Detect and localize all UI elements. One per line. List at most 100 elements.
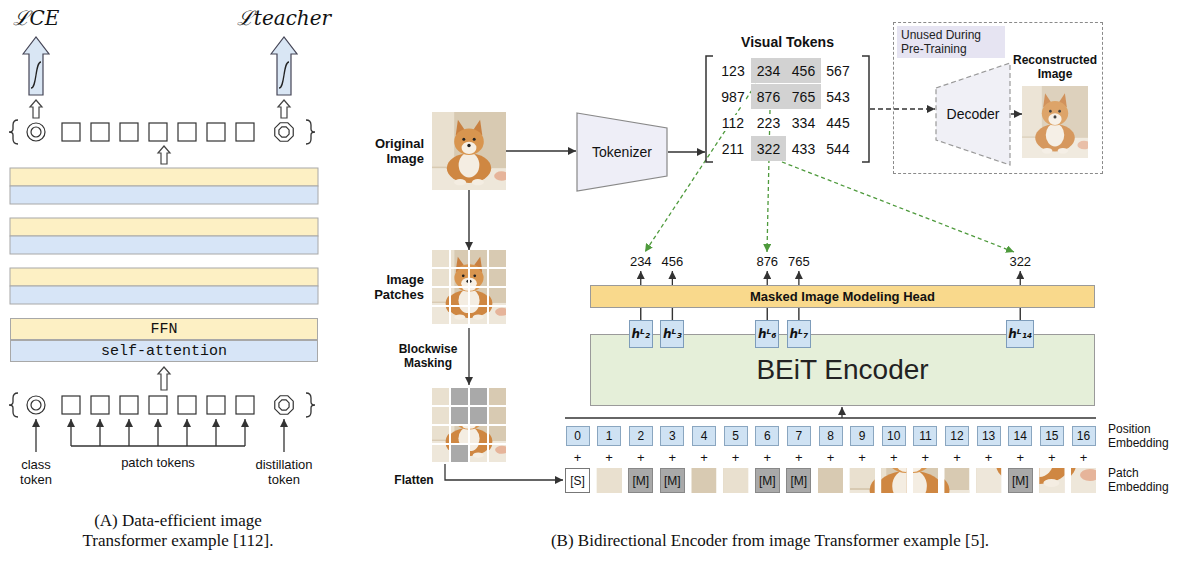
plus-sign: + [605,451,613,466]
token-id: 544 [825,140,850,156]
position-embedding: 5 [724,426,748,446]
sigmoid-curve [31,62,41,88]
masked-patch [451,388,468,405]
token-label: patch tokens [121,455,195,470]
node-text: FFN [150,321,177,338]
brace [9,120,18,144]
token-cell: 322 [751,136,786,161]
plus-sign: + [669,451,677,466]
node-text: 16 [1077,429,1090,443]
node-text: 9 [859,429,866,443]
hollow-arrow [30,100,42,118]
connector [767,308,768,320]
class-token [31,127,41,137]
token-cell: 765 [786,84,821,109]
node-text: [M] [791,474,808,488]
node-text: Decoder [947,106,1000,122]
target-link [782,162,1014,252]
attention-band: self-attention [10,340,318,362]
mask-token: [M] [660,468,685,493]
decoder: Decoder [935,62,1011,166]
predicted-token: 765 [788,255,810,270]
dog-copy [1022,86,1091,158]
patch-token [91,396,109,414]
tokenizer: Tokenizer [576,112,668,192]
plus-sign: + [1080,451,1088,466]
predicted-token: 456 [662,255,684,270]
node-text: 11 [919,429,931,443]
plus-sign: + [985,451,993,466]
node-text: 5 [732,429,739,443]
matrix-heading: Visual Tokens [741,34,834,50]
attention-band [10,286,318,304]
hidden-state: hᴸ₇ [787,320,811,348]
plus-sign: + [732,451,740,466]
token-label: class token [11,457,61,487]
plus-sign: + [922,451,930,466]
mim-head: Masked Image Modeling Head [590,285,1095,308]
patch-grid: Image Patches [432,250,506,324]
patch-token [207,396,225,414]
plus-sign: + [1048,451,1056,466]
flatten-arrow [445,464,563,480]
hidden-state: hᴸ₂ [629,320,653,348]
node-text: 0 [574,429,581,443]
original-image: Original Image [432,112,506,190]
input-bus [565,417,1096,418]
dog-copy [438,256,509,324]
node-text: [M] [664,474,681,488]
position-embedding: 9 [850,426,874,446]
brace [306,393,315,417]
node-text: self-attention [101,343,227,360]
pointer-arrow [215,419,216,446]
arrow-outline [271,37,297,95]
mask-token: [M] [1008,468,1033,493]
node-text: hᴸ₁₄ [1008,327,1032,341]
trapezoid [577,113,667,191]
node-text: [M] [759,474,776,488]
position-embedding: 4 [692,426,716,446]
position-embedding: 3 [660,426,684,446]
dog-copy [996,393,1100,493]
ffn-band: FFN [10,318,318,340]
pointer-arrow [70,419,71,446]
node-outline [270,36,298,96]
node-text: Masked Image Modeling Head [750,289,935,304]
row-label: Patch Embedding [1108,466,1182,494]
token-id: 223 [756,114,781,130]
token-id: 211 [721,140,745,156]
node-text: BEiT Encoder [756,354,928,386]
token-cell: 234 [751,58,786,83]
patch-embedding [723,443,827,543]
node-outline [22,36,50,96]
connector [668,151,705,152]
token-id: 433 [791,140,816,156]
token-cell: 456 [786,58,821,83]
connector [870,108,935,109]
mask-token: [M] [628,468,653,493]
plus-sign: + [700,451,708,466]
down-arrow [468,328,469,385]
output-arrow [640,271,641,285]
start-token: [S] [565,468,590,493]
position-embedding: 6 [755,426,779,446]
node-text: 8 [827,429,834,443]
dog-copy [438,394,509,462]
image-patch [438,256,509,324]
position-embedding: 16 [1072,426,1096,446]
loss-symbol: ℒCE [13,4,60,31]
plus-sign: + [890,451,898,466]
position-embedding: 13 [977,426,1001,446]
pointer-arrow [35,419,36,452]
token-cell: 876 [751,84,786,109]
token-id: 123 [720,62,745,78]
patch-token [120,123,138,141]
plus-sign: + [953,451,961,466]
hidden-state: hᴸ₆ [755,320,779,348]
node-text: [M] [1012,474,1029,488]
node-text: hᴸ₇ [790,327,809,341]
patch-embedding [976,393,1080,493]
output-arrow [1020,271,1021,285]
connector [1020,308,1021,320]
